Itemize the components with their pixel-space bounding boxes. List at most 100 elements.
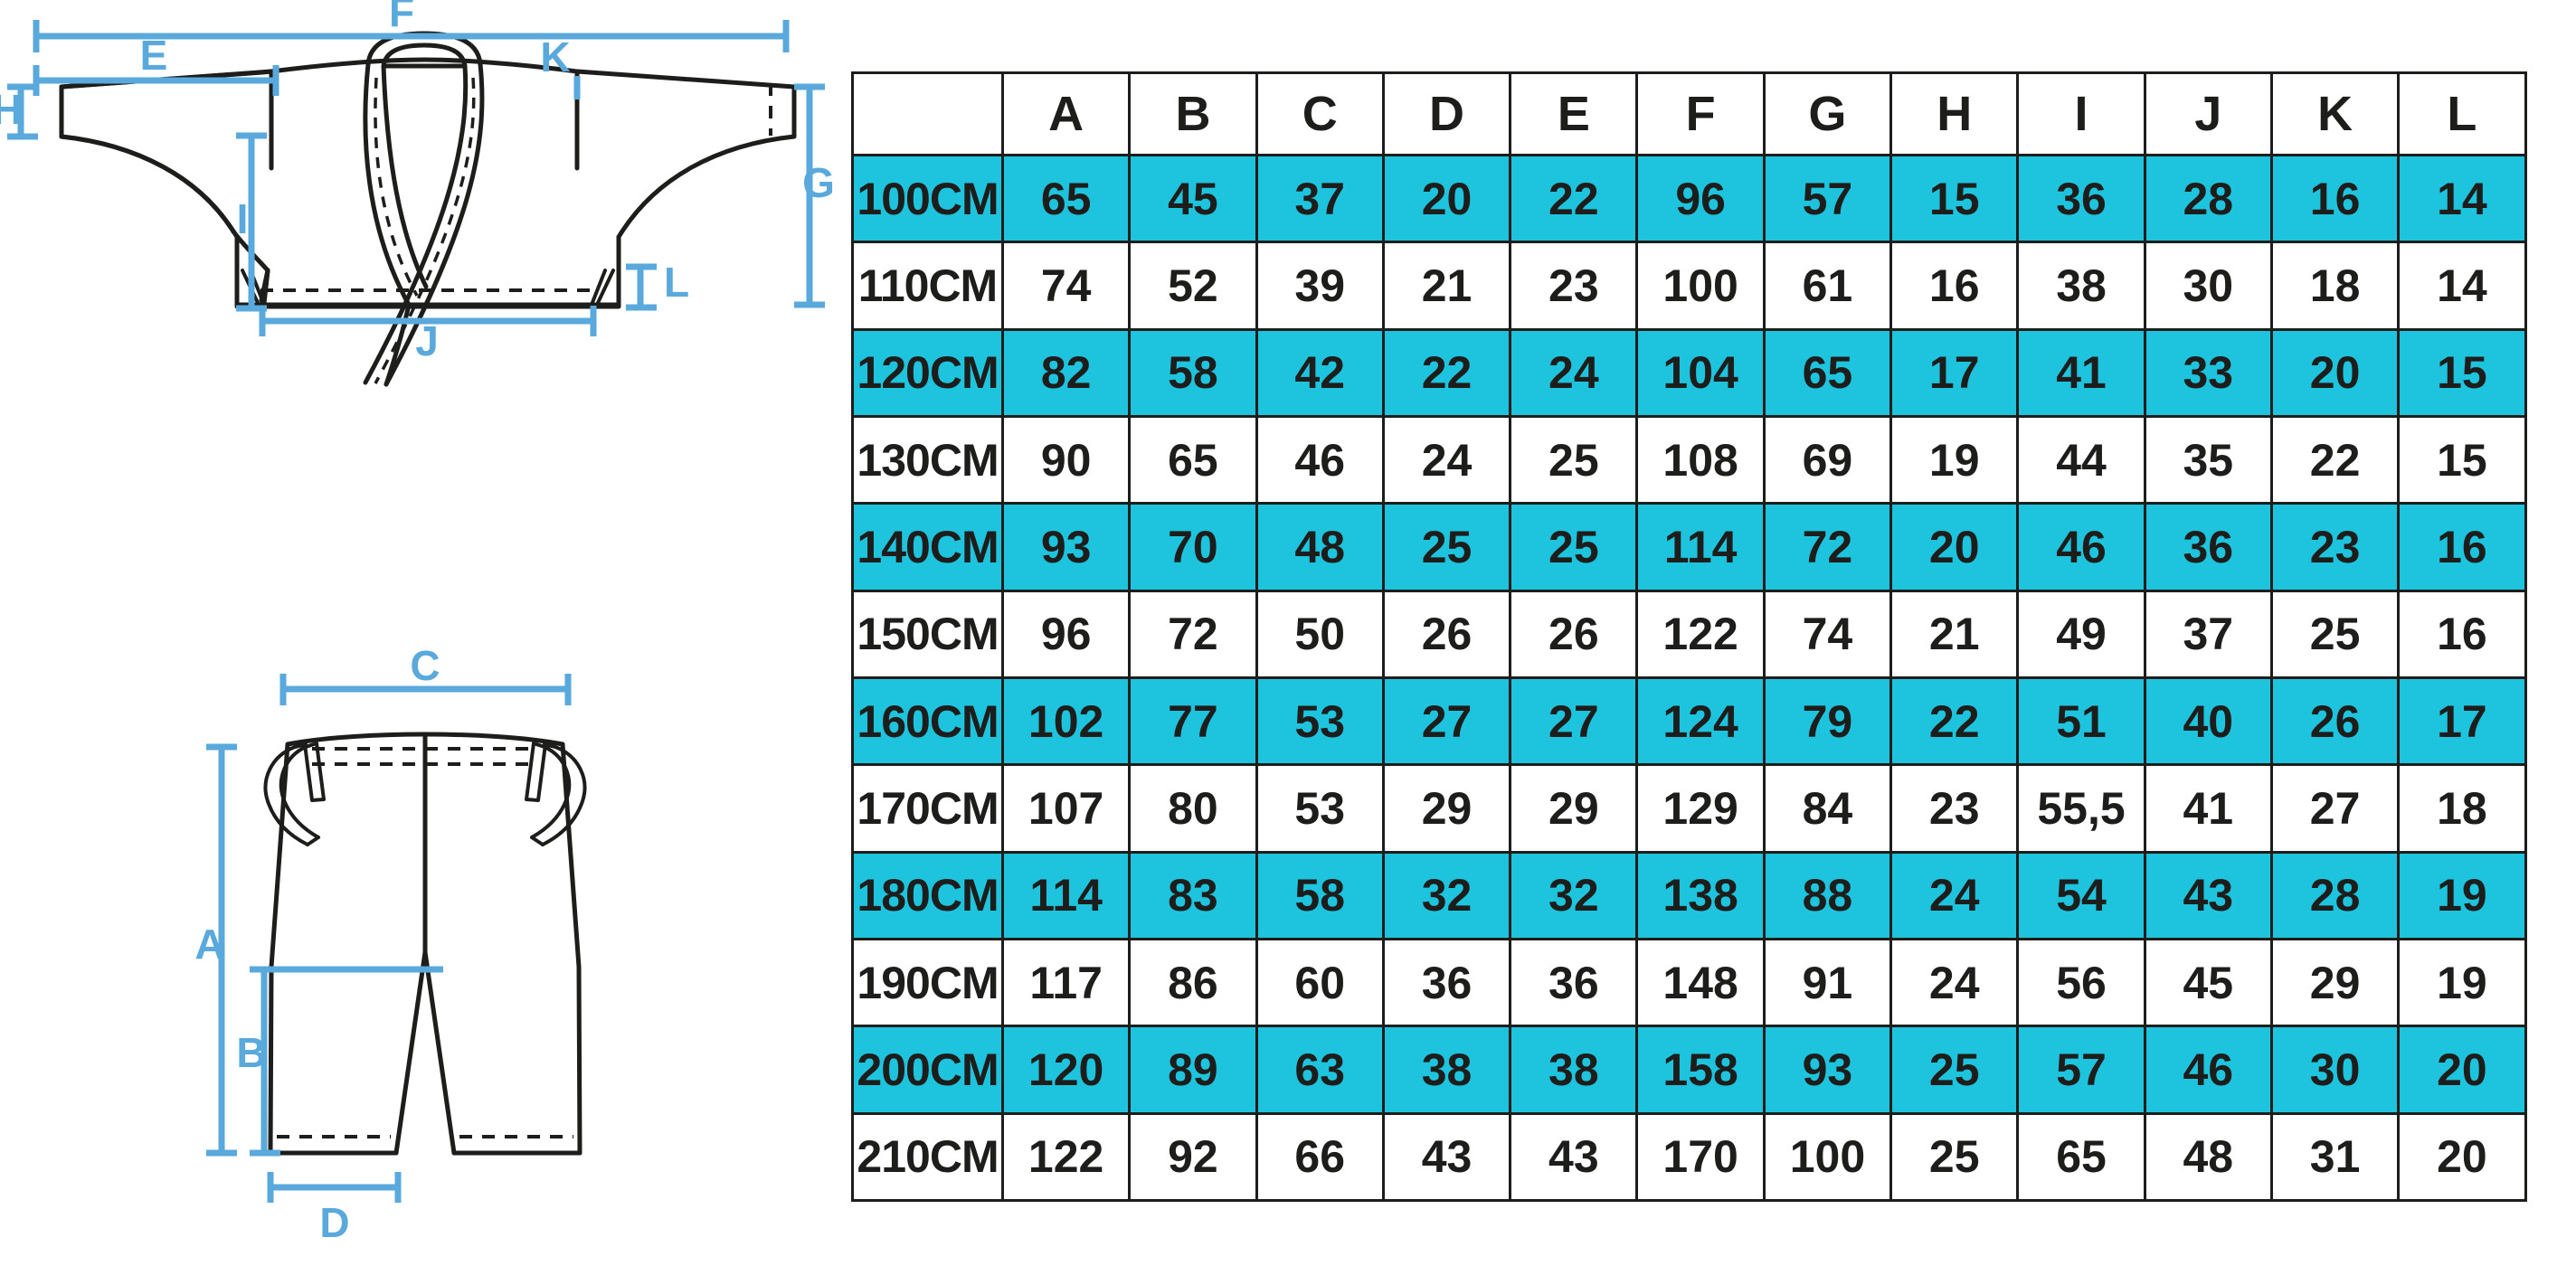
cell-c-170cm: 53: [1255, 763, 1385, 854]
cell-d-110cm: 21: [1381, 241, 1512, 331]
cell-a-100cm: 65: [1000, 153, 1132, 244]
cell-d-140cm: 25: [1381, 502, 1512, 592]
cell-i-100cm: 36: [2016, 153, 2146, 244]
cell-g-120cm: 65: [1762, 327, 1893, 418]
dim-label-D: D: [319, 1199, 349, 1246]
cell-e-180cm: 32: [1509, 850, 1639, 940]
cell-e-170cm: 29: [1509, 763, 1639, 854]
cell-d-210cm: 43: [1381, 1111, 1512, 1203]
cell-b-140cm: 70: [1128, 502, 1258, 592]
cell-h-180cm: 24: [1889, 850, 2020, 940]
cell-f-180cm: 138: [1635, 850, 1766, 940]
cell-f-200cm: 158: [1635, 1025, 1766, 1115]
cell-e-210cm: 43: [1509, 1111, 1639, 1203]
cell-h-210cm: 25: [1889, 1111, 2020, 1203]
cell-b-110cm: 52: [1128, 241, 1258, 331]
column-header-a: A: [1000, 71, 1132, 156]
cell-e-110cm: 23: [1509, 241, 1639, 331]
cell-d-100cm: 20: [1381, 153, 1512, 244]
header-corner-cell: [851, 71, 1004, 156]
cell-k-170cm: 27: [2269, 763, 2401, 854]
cell-k-200cm: 30: [2269, 1025, 2401, 1115]
cell-j-160cm: 40: [2143, 676, 2273, 767]
cell-e-140cm: 25: [1509, 502, 1639, 592]
cell-c-210cm: 66: [1255, 1111, 1385, 1203]
cell-a-210cm: 122: [1000, 1111, 1132, 1203]
cell-l-210cm: 20: [2397, 1111, 2527, 1203]
dim-label-B: B: [236, 1029, 266, 1076]
cell-f-210cm: 170: [1635, 1111, 1766, 1203]
cell-a-160cm: 102: [1000, 676, 1132, 767]
cell-h-110cm: 16: [1889, 241, 2020, 331]
row-size-label: 130CM: [851, 414, 1004, 505]
cell-h-100cm: 15: [1889, 153, 2020, 244]
cell-e-160cm: 27: [1509, 676, 1639, 767]
jacket-dimension-lines: F E H K G: [0, 0, 835, 364]
cell-e-100cm: 22: [1509, 153, 1639, 244]
cell-b-170cm: 80: [1128, 763, 1258, 854]
cell-a-110cm: 74: [1000, 241, 1132, 331]
cell-c-200cm: 63: [1255, 1025, 1385, 1115]
cell-g-200cm: 93: [1762, 1025, 1893, 1115]
cell-j-200cm: 46: [2143, 1025, 2273, 1115]
row-size-label: 200CM: [851, 1025, 1004, 1115]
cell-l-170cm: 18: [2397, 763, 2527, 854]
cell-l-140cm: 16: [2397, 502, 2527, 592]
garment-diagrams: .gl { fill: none; stroke: #1d1d1b; strok…: [0, 0, 846, 1266]
cell-l-160cm: 17: [2397, 676, 2527, 767]
column-header-b: B: [1128, 71, 1258, 156]
cell-f-150cm: 122: [1635, 589, 1766, 679]
cell-g-100cm: 57: [1762, 153, 1893, 244]
cell-g-180cm: 88: [1762, 850, 1893, 940]
cell-g-160cm: 79: [1762, 676, 1893, 767]
cell-a-130cm: 90: [1000, 414, 1132, 505]
cell-k-140cm: 23: [2269, 502, 2401, 592]
row-size-label: 190CM: [851, 937, 1004, 1028]
cell-h-140cm: 20: [1889, 502, 2020, 592]
cell-j-130cm: 35: [2143, 414, 2273, 505]
cell-c-180cm: 58: [1255, 850, 1385, 940]
row-size-label: 210CM: [851, 1111, 1004, 1203]
cell-l-110cm: 14: [2397, 241, 2527, 331]
cell-k-190cm: 29: [2269, 937, 2401, 1028]
column-header-g: G: [1762, 71, 1893, 156]
cell-c-130cm: 46: [1255, 414, 1385, 505]
cell-a-180cm: 114: [1000, 850, 1132, 940]
row-size-label: 150CM: [851, 589, 1004, 679]
cell-g-130cm: 69: [1762, 414, 1893, 505]
cell-d-190cm: 36: [1381, 937, 1512, 1028]
column-header-l: L: [2397, 71, 2527, 156]
cell-g-110cm: 61: [1762, 241, 1893, 331]
cell-d-150cm: 26: [1381, 589, 1512, 679]
cell-b-210cm: 92: [1128, 1111, 1258, 1203]
dim-label-L: L: [664, 259, 689, 306]
dim-label-J: J: [415, 317, 439, 364]
cell-k-120cm: 20: [2269, 327, 2401, 418]
column-header-c: C: [1255, 71, 1385, 156]
cell-i-210cm: 65: [2016, 1111, 2146, 1203]
row-size-label: 160CM: [851, 676, 1004, 767]
cell-c-190cm: 60: [1255, 937, 1385, 1028]
column-header-i: I: [2016, 71, 2146, 156]
cell-k-100cm: 16: [2269, 153, 2401, 244]
cell-h-130cm: 19: [1889, 414, 2020, 505]
cell-g-210cm: 100: [1762, 1111, 1893, 1203]
dim-label-A: A: [194, 921, 224, 968]
column-header-f: F: [1635, 71, 1766, 156]
cell-c-110cm: 39: [1255, 241, 1385, 331]
cell-a-150cm: 96: [1000, 589, 1132, 679]
cell-l-190cm: 19: [2397, 937, 2527, 1028]
cell-l-130cm: 15: [2397, 414, 2527, 505]
cell-l-150cm: 16: [2397, 589, 2527, 679]
row-size-label: 180CM: [851, 850, 1004, 940]
cell-k-160cm: 26: [2269, 676, 2401, 767]
